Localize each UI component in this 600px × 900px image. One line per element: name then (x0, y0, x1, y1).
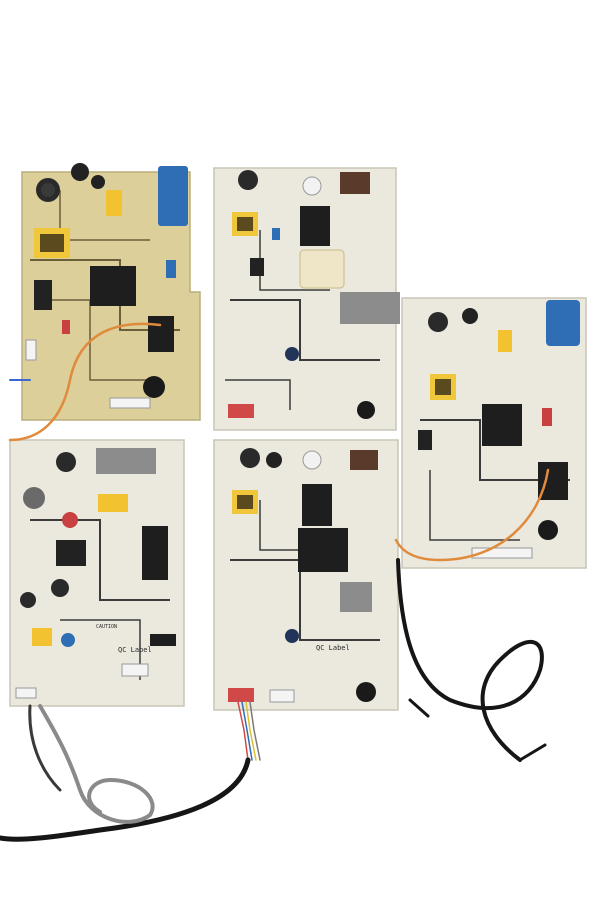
pcb-bottom-center: QC Label (213, 439, 399, 711)
pcb-top-left (21, 163, 201, 421)
qc-label-text-2: QC Label (316, 644, 350, 652)
pcb-right (401, 297, 587, 569)
pcb-bottom-left: QC Label CAUTION (9, 439, 185, 707)
pcb-top-center (213, 167, 400, 431)
qc-label-text: QC Label (118, 646, 152, 654)
wire-harness (0, 322, 550, 842)
caution-text: CAUTION (96, 624, 117, 630)
